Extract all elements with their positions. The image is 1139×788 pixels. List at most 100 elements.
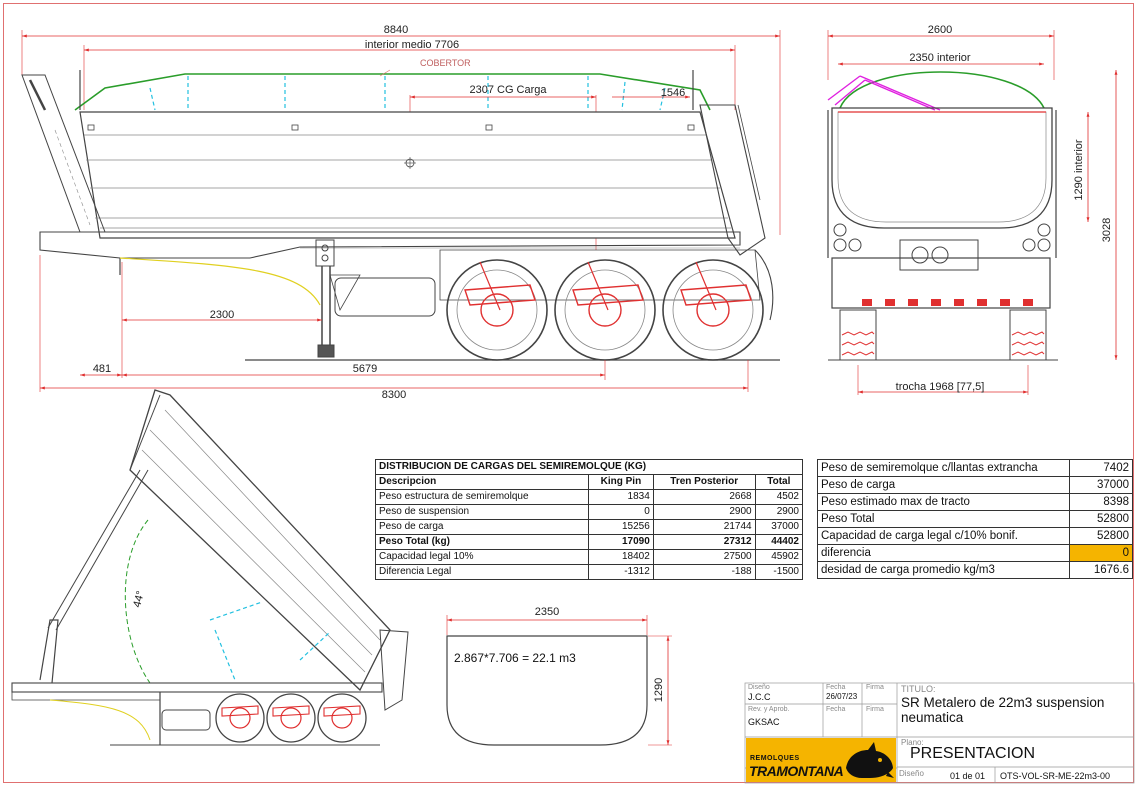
cell-tren: -188 [652,564,756,580]
brand-large: TRAMONTANA [749,763,844,779]
summary-label: Peso de semiremolque c/llantas extrancha [817,459,1070,477]
cell-king-pin: 1834 [588,489,654,505]
rhino-icon [846,742,894,778]
summary-label: diferencia [817,544,1070,562]
side-view: 8840 interior medio 7706 COBERTOR [21,24,781,401]
value-diseno: J.C.C [748,692,771,702]
label-diseno: Diseño [748,684,770,691]
label-plano: Plano: [901,738,924,747]
cell-total: -1500 [754,564,804,580]
tipped-chassis [11,682,383,693]
summary-label: Peso de carga [817,476,1070,494]
tip-angle-label: 44° [131,590,147,609]
cell-king-pin: 15256 [588,519,654,535]
dim-overall-length-label: 8840 [384,24,408,36]
dim-overall-height-label: 3028 [1101,218,1113,242]
tool-box [334,277,436,317]
table-row: Peso de semiremolque c/llantas extrancha… [817,459,1133,477]
dim-interior-width: 2350 interior [838,52,1044,66]
dim-overall-height: 3028 [1101,70,1118,360]
dim-interior-height: 1290 interior [1073,112,1090,222]
value-rev: GKSAC [748,717,780,727]
cover-outline [74,73,711,111]
col-king-pin: King Pin [588,474,654,490]
dim-section-width-label: 2350 [535,606,559,618]
dim-track-label: trocha 1968 [77,5] [896,381,985,393]
section-view: 2350 2.867*7.706 = 22.1 m3 1290 [446,606,672,746]
chassis [39,231,741,259]
summary-value: 1676.6 [1069,561,1133,579]
summary-value: 52800 [1069,510,1133,528]
load-distribution-table: DISTRIBUCION DE CARGAS DEL SEMIREMOLQUE … [374,459,804,580]
brand-logo: REMOLQUES TRAMONTANA [746,738,896,782]
section-outline [446,635,648,746]
dim-overall-length: 8840 [21,24,781,235]
side-wheels [446,259,764,361]
summary-label: Capacidad de carga legal c/10% bonif. [817,527,1070,545]
label-diseno-2: Diseño [899,769,924,778]
dim-chassis-length-label: 8300 [382,389,406,401]
dim-chassis-length: 8300 [39,255,749,401]
drawing-title: SR Metalero de 22m3 suspension neumatica [901,695,1105,725]
col-tren-posterior: Tren Posterior [652,474,756,490]
table-row: Peso Total (kg) 17090 27312 44402 [374,534,804,550]
dim-axle: 5679 [122,360,606,380]
dim-interior-width-label: 2350 interior [909,52,970,64]
cover-bows [149,76,666,111]
cell-total: 2900 [754,504,804,520]
dim-kingpin: 2300 [121,262,322,378]
summary-value: 52800 [1069,527,1133,545]
row-label: Capacidad legal 10% [374,549,590,565]
cell-tren: 2900 [652,504,756,520]
dim-rear-offset-label: 1546 [661,87,685,99]
side-wheel-2 [554,259,656,361]
label-rev: Rev. y Aprob. [748,706,790,713]
rear-cover-arc [839,71,1045,109]
rear-wheels [839,309,1047,361]
dim-cg: 2307 CG Carga 1546 [409,84,690,250]
side-wheel-3 [662,259,764,361]
rear-hinge [827,75,941,111]
label-titulo: TITULO: [901,684,936,694]
cell-tren: 27312 [652,534,756,550]
label-firma: Firma [866,684,884,691]
summary-value-highlight: 0 [1069,544,1133,562]
sheet-frame [3,3,1134,783]
dim-section-height-label: 1290 [653,678,665,702]
cell-total: 44402 [754,534,804,550]
table-row: Peso estructura de semiremolque 1834 266… [374,489,804,505]
table-row: Diferencia Legal -1312 -188 -1500 [374,564,804,580]
label-fecha: Fecha [826,684,846,691]
rear-lights [833,223,1051,252]
col-descripcion: Descripcion [374,474,590,490]
value-fecha: 26/07/23 [826,692,858,701]
dim-section-height: 1290 [648,635,672,746]
dim-cg-label: 2307 CG Carga [469,84,547,96]
table-row: Peso de carga 15256 21744 37000 [374,519,804,535]
cell-king-pin: 18402 [588,549,654,565]
drawing-code: OTS-VOL-SR-ME-22m3-00 [1000,771,1111,781]
row-label: Peso estructura de semiremolque [374,489,590,505]
cell-tren: 2668 [652,489,756,505]
dim-front-overhang-label: 481 [93,363,111,375]
summary-value: 7402 [1069,459,1133,477]
cell-total: 45902 [754,549,804,565]
tipped-wheels [215,693,367,743]
summary-value: 37000 [1069,476,1133,494]
cell-king-pin: 17090 [588,534,654,550]
summary-label: Peso estimado max de tracto [817,493,1070,511]
cell-tren: 27500 [652,549,756,565]
dim-axle-label: 5679 [353,363,377,375]
row-label: Peso de suspension [374,504,590,520]
table-row: Peso de suspension 0 2900 2900 [374,504,804,520]
table-row: Capacidad legal 10% 18402 27500 45902 [374,549,804,565]
cell-king-pin: -1312 [588,564,654,580]
cover-label: COBERTOR [420,58,471,68]
